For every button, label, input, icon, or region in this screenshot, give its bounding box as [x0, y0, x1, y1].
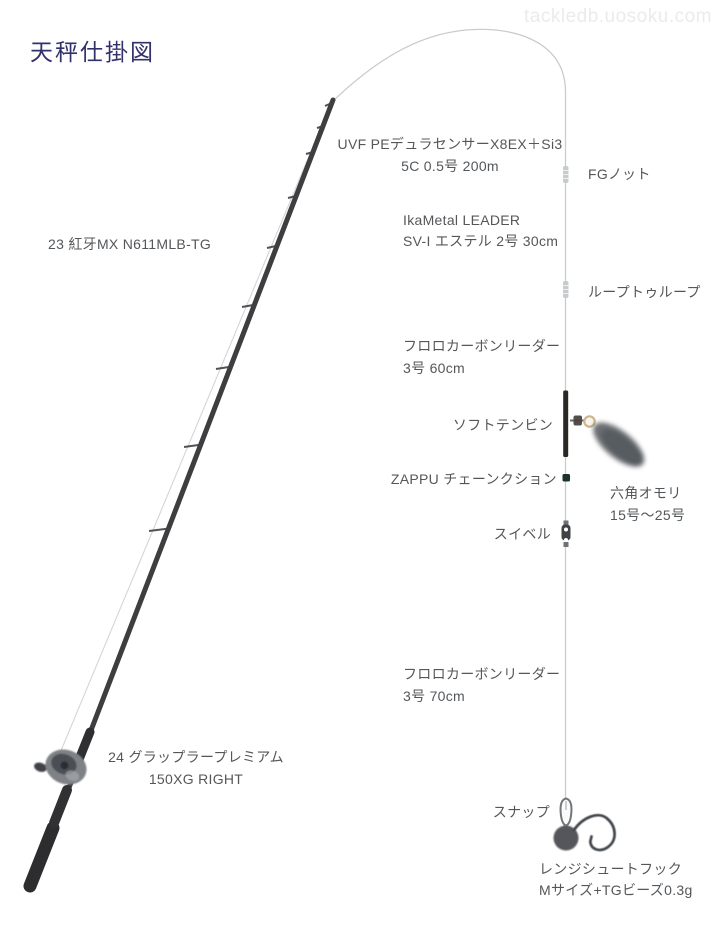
reel-handle-knob — [34, 762, 47, 773]
label-leader1: IkaMetal LEADER SV-I エステル 2号 30cm — [403, 212, 559, 249]
page-title: 天秤仕掛図 — [30, 39, 155, 65]
fg-knot-mark — [563, 166, 569, 183]
swivel-icon — [561, 520, 571, 547]
rod-butt-grip — [23, 821, 60, 893]
label-weight: 六角オモリ 15号〜25号 — [610, 485, 686, 523]
line-along-rod — [59, 100, 333, 754]
jig-head — [553, 825, 579, 851]
tenbin-clip — [570, 415, 596, 428]
label-chain-cushion: ZAPPU チェーンクション — [390, 471, 557, 487]
label-rod: 23 紅牙MX N611MLB-TG — [48, 236, 212, 252]
label-snap: スナップ — [492, 804, 550, 820]
label-fluoro-60: フロロカーボンリーダー 3号 60cm — [403, 338, 561, 376]
label-hook: レンジシュートフック Mサイズ+TGビーズ0.3g — [539, 861, 693, 898]
loop-to-loop-mark — [563, 281, 569, 298]
watermark: tackledb.uosoku.com — [524, 6, 712, 27]
main-line-arc — [332, 28, 567, 802]
label-reel: 24 グラップラープレミアム 150XG RIGHT — [108, 749, 284, 787]
rod-guides — [148, 101, 335, 532]
label-loop-to-loop: ループトゥループ — [588, 284, 701, 300]
label-swivel: スイベル — [493, 526, 551, 542]
chain-cushion-dot — [562, 474, 570, 482]
label-soft-tenbin: ソフトテンビン — [452, 417, 553, 433]
snap-clip — [559, 797, 573, 830]
label-fg-knot: FGノット — [588, 166, 651, 182]
hook — [572, 813, 616, 852]
weight-sinker — [593, 422, 645, 467]
weight-eye-ring — [583, 415, 596, 428]
label-fluoro-70: フロロカーボンリーダー 3号 70cm — [403, 666, 561, 704]
reel — [34, 749, 87, 785]
rod-rear-grip — [49, 785, 72, 828]
soft-tenbin-bar — [563, 390, 569, 457]
label-main-line: UVF PEデュラセンサーX8EX＋Si3 5C 0.5号 200m — [337, 136, 563, 174]
